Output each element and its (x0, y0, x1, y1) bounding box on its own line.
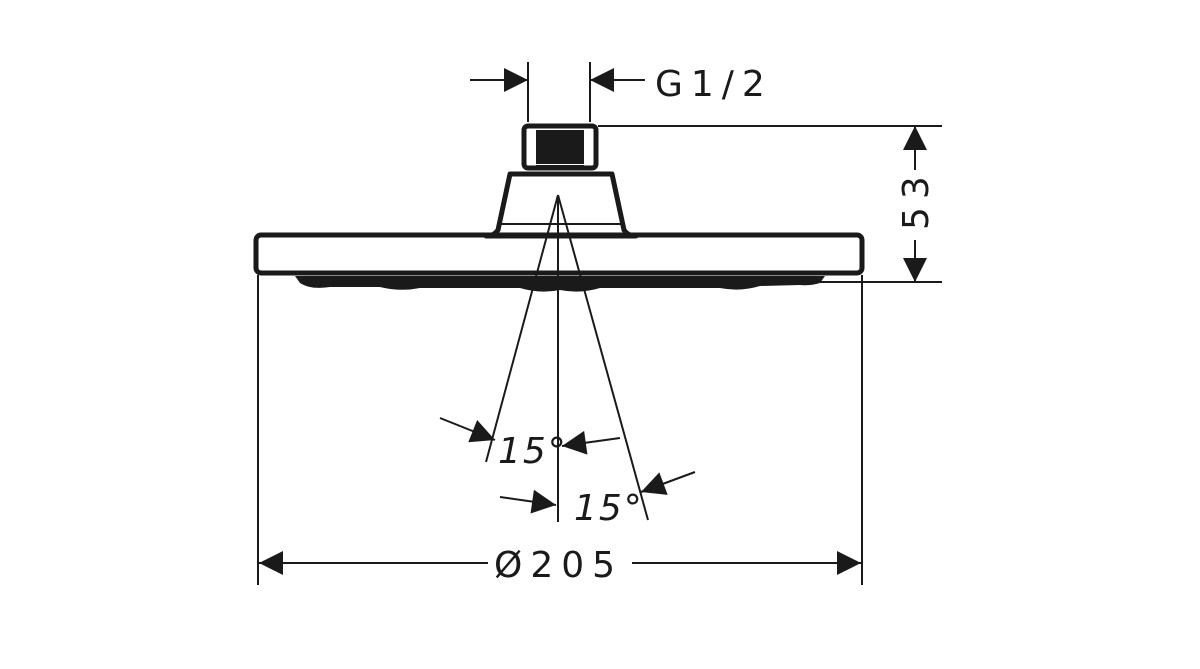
spray-line-right (557, 194, 649, 521)
connection-nut (521, 123, 599, 171)
spray-line-left (485, 194, 559, 463)
diameter-label: Ø205 (494, 545, 623, 586)
thread-label: G1/2 (655, 64, 773, 105)
angle-label-outer: 15° (574, 488, 644, 529)
angle-label-inner: 15° (498, 431, 568, 472)
thread-dimension (470, 62, 645, 122)
diameter-dimension (257, 275, 863, 585)
height-label: 53 (896, 168, 937, 230)
nozzle-row (295, 276, 825, 292)
